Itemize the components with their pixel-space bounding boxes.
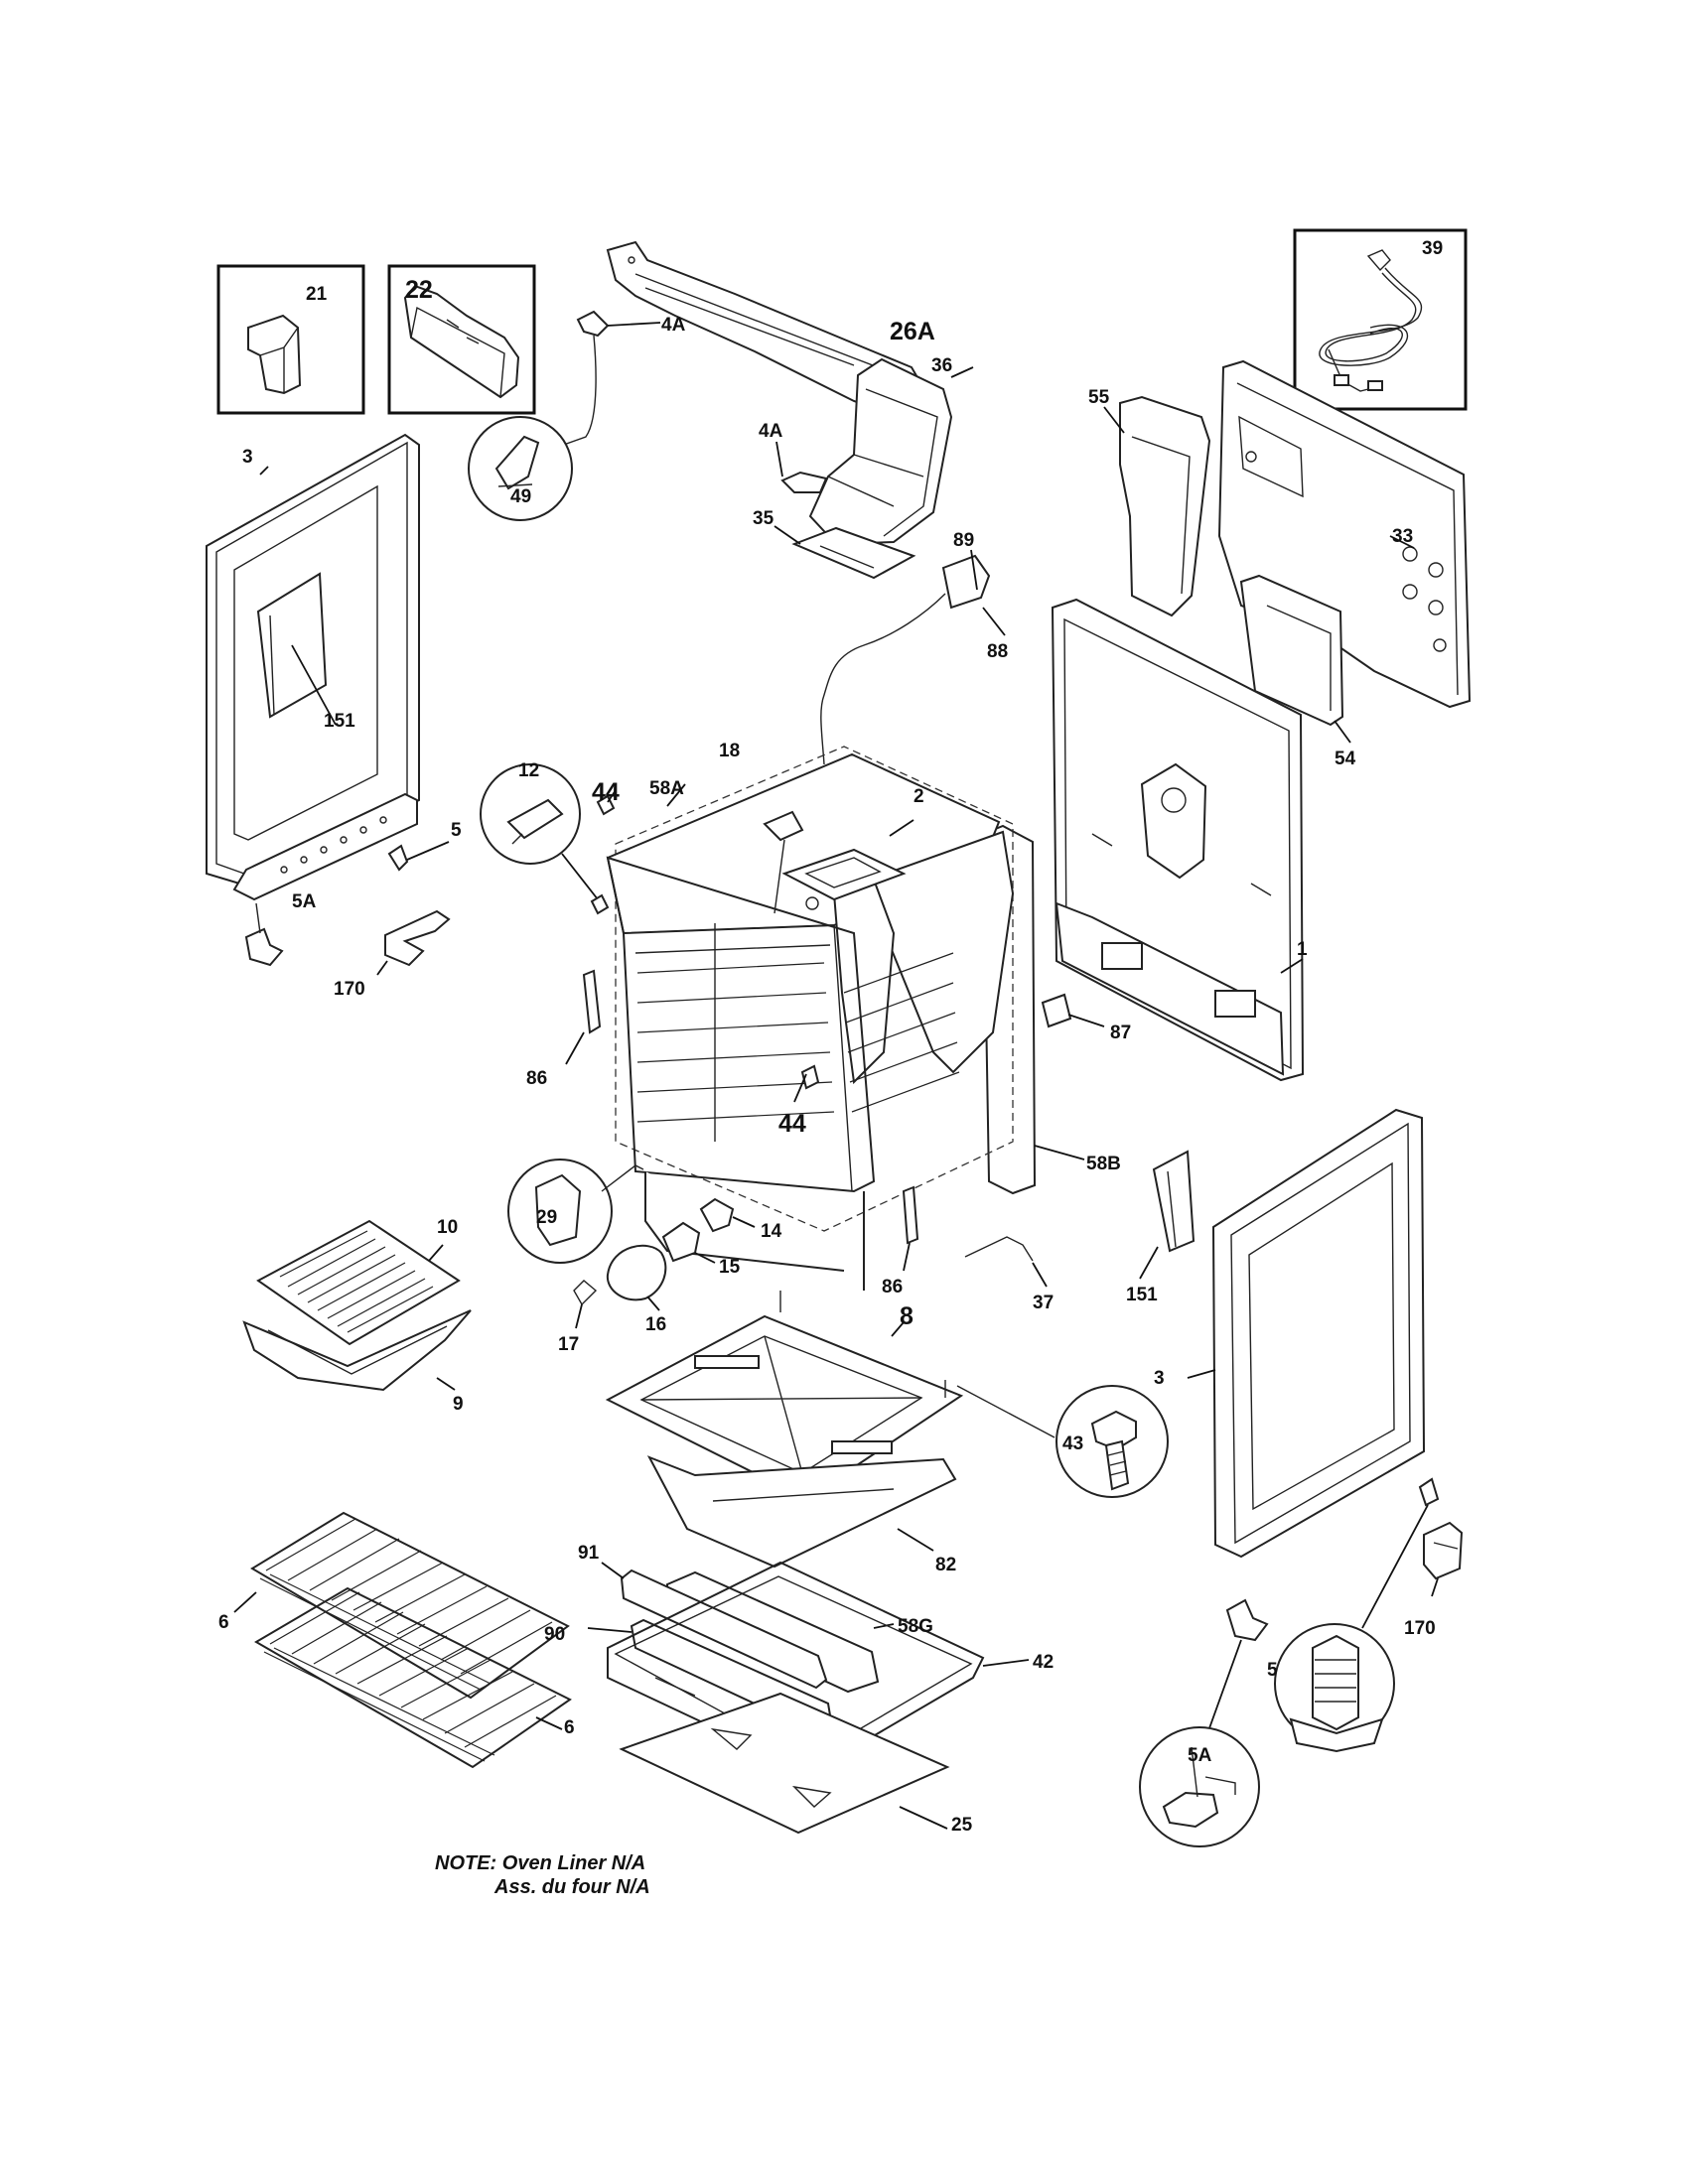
right-hinge-parts (1139, 1477, 1464, 1847)
label-26A: 26A (890, 318, 935, 345)
label-1: 1 (1297, 939, 1308, 960)
label-89: 89 (953, 530, 974, 551)
label-12: 12 (518, 760, 539, 781)
part-10-broil-grid (256, 1219, 461, 1346)
left-hinge-parts (244, 841, 451, 976)
label-49: 49 (510, 486, 531, 507)
label-55: 55 (1088, 387, 1110, 408)
label-5A-left: 5A (292, 891, 317, 912)
part-25-bottom-plate (619, 1692, 950, 1835)
label-88: 88 (987, 641, 1008, 662)
part-86-brackets (565, 969, 919, 1272)
label-90: 90 (544, 1624, 565, 1645)
label-6-top: 6 (218, 1612, 229, 1633)
label-22: 22 (405, 276, 433, 304)
part-36-vent-duct (808, 357, 974, 546)
note-line-2: Ass. du four N/A (494, 1876, 650, 1898)
label-86-right: 86 (882, 1277, 903, 1297)
label-14: 14 (761, 1221, 782, 1242)
label-29: 29 (536, 1207, 557, 1228)
label-5-right: 5 (1267, 1660, 1278, 1681)
label-44-mid: 44 (778, 1110, 806, 1138)
label-17: 17 (558, 1334, 579, 1355)
part-37-wire (964, 1236, 1048, 1288)
label-15: 15 (719, 1257, 741, 1278)
label-3-right: 3 (1154, 1368, 1165, 1389)
label-44-top: 44 (592, 778, 620, 806)
part-8-bottom-panel (605, 1291, 1055, 1501)
label-8: 8 (900, 1302, 914, 1330)
label-151-left: 151 (324, 711, 355, 732)
label-2: 2 (914, 786, 924, 807)
label-58B: 58B (1086, 1154, 1121, 1174)
part-26A-top-bracket (606, 240, 935, 427)
label-21: 21 (306, 284, 328, 305)
label-25: 25 (951, 1815, 973, 1836)
part-55-rear-vent (1103, 395, 1211, 617)
part-4A-and-49 (468, 310, 661, 521)
part-35-88-89 (774, 525, 1006, 765)
label-4A-top: 4A (661, 315, 686, 336)
label-58A: 58A (649, 778, 684, 799)
label-39: 39 (1422, 238, 1443, 259)
label-35: 35 (753, 508, 774, 529)
note-line-1: NOTE: Oven Liner N/A (435, 1852, 646, 1874)
label-10: 10 (437, 1217, 458, 1238)
oven-cavity (606, 746, 1015, 1291)
label-16: 16 (645, 1314, 666, 1335)
label-170-left: 170 (334, 979, 365, 1000)
label-5-left: 5 (451, 820, 462, 841)
part-9-broil-pan (242, 1309, 472, 1392)
part-29-and-lamp (507, 1159, 756, 1329)
label-3-left: 3 (242, 447, 253, 468)
label-36: 36 (931, 355, 952, 376)
label-170-right: 170 (1404, 1618, 1436, 1639)
label-18: 18 (719, 741, 740, 761)
label-58G: 58G (898, 1616, 933, 1637)
part-82-shield (646, 1455, 957, 1569)
part-43-screw (1055, 1385, 1169, 1498)
label-91: 91 (578, 1543, 600, 1564)
label-82: 82 (935, 1555, 956, 1575)
label-54: 54 (1335, 749, 1356, 769)
label-86-left: 86 (526, 1068, 547, 1089)
part-12-and-44 (480, 763, 820, 1103)
part-3-right-door (1187, 1108, 1426, 1559)
part-1-back-frame (1051, 598, 1305, 1082)
part-91-rail (601, 1562, 828, 1690)
part-6-rack-bottom (254, 1586, 572, 1769)
label-33: 33 (1392, 526, 1413, 547)
label-151-right: 151 (1126, 1285, 1158, 1305)
label-37: 37 (1033, 1293, 1054, 1313)
label-87: 87 (1110, 1023, 1131, 1043)
part-3-left-door (206, 433, 420, 901)
part-87-terminal (1041, 993, 1105, 1028)
label-9: 9 (453, 1394, 464, 1415)
label-42: 42 (1033, 1652, 1054, 1673)
part-151-right-bracket (1139, 1150, 1196, 1280)
inset-part-21 (216, 264, 365, 415)
inset-part-39 (1293, 228, 1468, 411)
label-4A-mid: 4A (759, 421, 783, 442)
part-6-rack-top (233, 1511, 570, 1700)
label-6-bottom: 6 (564, 1717, 575, 1738)
inset-part-22 (387, 264, 536, 415)
label-5A-right: 5A (1188, 1745, 1212, 1766)
label-43: 43 (1062, 1433, 1083, 1454)
